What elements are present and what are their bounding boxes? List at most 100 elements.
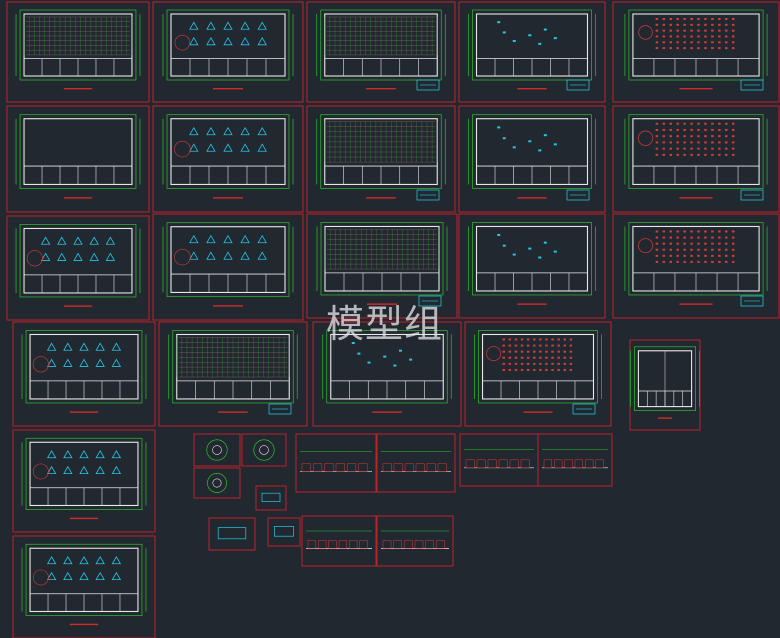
- dimension-line: [320, 9, 442, 81]
- seat: [725, 147, 728, 150]
- seat: [697, 23, 700, 26]
- seat: [697, 254, 700, 257]
- desk-cluster: [206, 143, 216, 152]
- seat: [551, 344, 554, 347]
- seat: [683, 23, 686, 26]
- seat: [704, 122, 707, 125]
- seat: [690, 29, 693, 32]
- drawing-sheet: [6, 215, 150, 321]
- seat: [545, 350, 548, 353]
- desk-cluster: [105, 252, 116, 261]
- seat: [502, 356, 505, 359]
- sheet-border: [152, 213, 304, 321]
- elevation-element: [520, 459, 530, 469]
- seat: [704, 29, 707, 32]
- desk-cluster: [111, 342, 122, 351]
- sheet-border: [6, 1, 150, 103]
- title-bar: [372, 411, 402, 413]
- dimension-line: [472, 222, 592, 296]
- elevation-element: [476, 459, 486, 469]
- desk-cluster: [95, 555, 105, 565]
- title-bar: [63, 305, 93, 307]
- seat: [662, 260, 666, 263]
- seat: [704, 41, 707, 44]
- elevation-element: [498, 459, 508, 469]
- seat: [731, 23, 735, 26]
- sheet-border: [376, 433, 456, 493]
- sheet-border: [295, 433, 377, 493]
- seat: [697, 122, 700, 125]
- seat: [697, 35, 700, 38]
- seat: [563, 368, 567, 371]
- sheet-border: [458, 213, 606, 319]
- drawing-sheet: [458, 213, 606, 319]
- sheet-border: [6, 215, 150, 321]
- light-fixture: [502, 31, 506, 34]
- seat: [551, 350, 554, 353]
- desk-cluster: [95, 465, 105, 475]
- drawing-sheet: [241, 433, 287, 467]
- light-fixture: [538, 256, 542, 259]
- desk-cluster: [206, 37, 216, 46]
- seat: [526, 356, 530, 359]
- elevation-element: [382, 463, 392, 472]
- drawing-sheet: [629, 339, 701, 431]
- light-fixture: [512, 40, 516, 43]
- seat: [662, 29, 666, 32]
- seat: [539, 338, 542, 341]
- sheet-border: [458, 1, 606, 103]
- title-bar: [213, 88, 243, 90]
- desk-cluster: [89, 252, 99, 261]
- drawing-sheet: [306, 1, 456, 103]
- seat: [731, 254, 735, 257]
- seat: [690, 254, 693, 257]
- title-bar: [679, 197, 713, 199]
- light-fixture: [543, 241, 547, 244]
- light-fixture: [538, 42, 542, 45]
- elevation-element: [585, 459, 594, 469]
- light-fixture: [538, 149, 542, 152]
- seat: [569, 338, 573, 341]
- title-bar: [63, 88, 93, 90]
- dimension-line: [472, 9, 592, 81]
- seat: [669, 135, 673, 138]
- light-fixture: [367, 361, 371, 364]
- seat: [526, 338, 530, 341]
- desk-cluster: [79, 571, 89, 581]
- drawing-sheet: [152, 213, 304, 321]
- title-stamp: [566, 189, 590, 201]
- seat: [676, 248, 679, 251]
- dimension-line: [166, 114, 290, 189]
- drawing-sheet: [255, 485, 287, 511]
- seat: [704, 248, 707, 251]
- desk-cluster: [223, 21, 233, 30]
- seat: [557, 344, 560, 347]
- round-table-detail: [259, 445, 269, 455]
- drawing-sheet: [458, 105, 606, 213]
- seat: [676, 128, 679, 131]
- drawing-sheet: [612, 105, 780, 213]
- seat: [669, 254, 673, 257]
- seat: [557, 362, 560, 365]
- light-fixture: [543, 134, 547, 137]
- desk-cluster: [63, 555, 73, 565]
- drawing-sheet: [376, 515, 454, 567]
- sheet-border: [537, 433, 613, 487]
- seat: [725, 141, 728, 144]
- title-bar: [517, 303, 547, 305]
- seat: [697, 248, 700, 251]
- round-table-detail: [206, 439, 228, 461]
- desk-cluster: [63, 342, 73, 351]
- seat: [690, 128, 693, 131]
- elevation-element: [543, 459, 552, 469]
- seat: [690, 236, 693, 239]
- desk-cluster: [189, 21, 199, 30]
- seat: [704, 254, 707, 257]
- desk-cluster: [79, 555, 89, 565]
- elevation-element: [436, 540, 445, 549]
- sheet-border: [612, 213, 780, 319]
- seat: [526, 368, 530, 371]
- seat: [725, 153, 728, 156]
- seat: [662, 47, 666, 50]
- seat: [551, 356, 554, 359]
